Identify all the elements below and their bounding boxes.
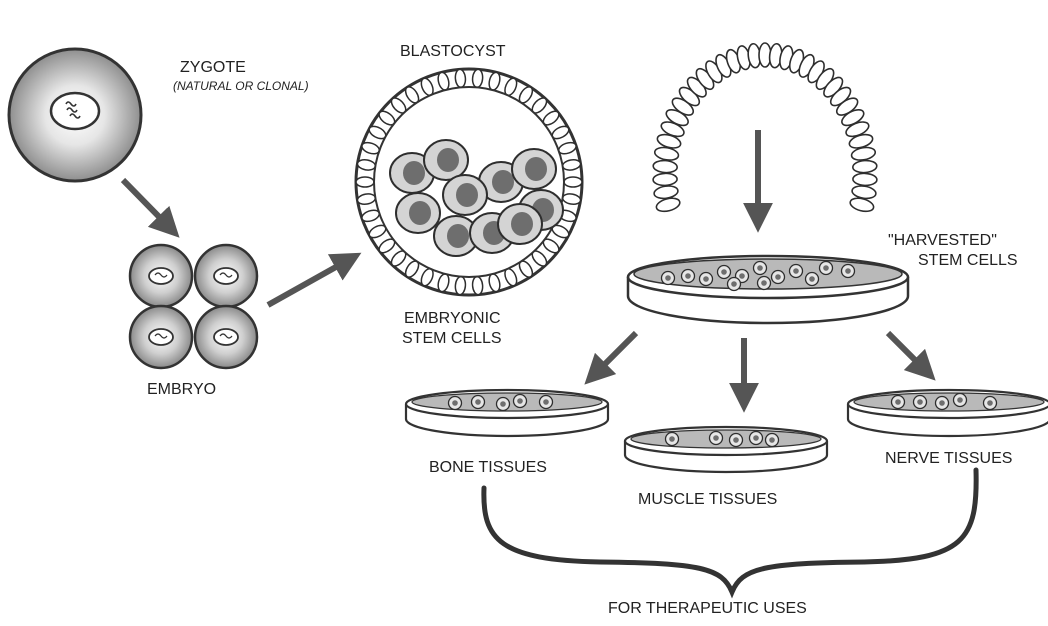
nerve-cell (954, 394, 967, 407)
harvested-stem-cell (820, 262, 833, 275)
muscle-cell (750, 432, 763, 445)
cord-coil-loop (853, 173, 877, 186)
embryonic-stem-cell (498, 204, 542, 244)
label-embryonic-1: EMBRYONIC (404, 310, 501, 327)
label-zygote: ZYGOTE (180, 59, 246, 76)
label-muscle: MUSCLE TISSUES (638, 491, 777, 508)
embryo (130, 245, 257, 368)
bone-tissue-dish (406, 390, 608, 436)
umbilical-cord-coil (653, 43, 877, 214)
label-embryonic-2: STEM CELLS (402, 330, 502, 347)
cord-coil-loop (653, 160, 678, 174)
embryo-cell (195, 245, 257, 307)
harvested-stem-cell (718, 266, 731, 279)
harvested-stem-cell (772, 271, 785, 284)
cord-coil-loop (653, 173, 677, 186)
label-harvested-1: "HARVESTED" (888, 232, 997, 249)
embryonic-stem-cell (424, 140, 468, 180)
trophoblast-cell (356, 177, 374, 187)
label-harvested-2: STEM CELLS (918, 252, 1018, 269)
arrow-embryo-blastocyst (268, 258, 352, 305)
bone-cell (497, 398, 510, 411)
embryo-cell (130, 306, 192, 368)
nerve-tissue-dish (848, 390, 1048, 436)
trophoblast-cell (564, 177, 582, 187)
embryonic-stem-cell (512, 149, 556, 189)
label-embryo: EMBRYO (147, 381, 216, 398)
harvested-stem-cell (754, 262, 767, 275)
harvested-stem-cell (842, 265, 855, 278)
bone-cell (540, 396, 553, 409)
harvested-stem-cell (806, 273, 819, 286)
nerve-cell (914, 396, 927, 409)
label-zygote-note: (NATURAL OR CLONAL) (173, 79, 309, 93)
embryonic-stem-cell (396, 193, 440, 233)
embryonic-stem-cell (443, 175, 487, 215)
label-nerve: NERVE TISSUES (885, 450, 1012, 467)
bone-cell (449, 397, 462, 410)
nerve-cell (936, 397, 949, 410)
harvested-stem-cell (790, 265, 803, 278)
label-bone: BONE TISSUES (429, 459, 547, 476)
muscle-cell (710, 432, 723, 445)
bone-cell (472, 396, 485, 409)
muscle-cell (730, 434, 743, 447)
nerve-cell (892, 396, 905, 409)
label-therapeutic: FOR THERAPEUTIC USES (608, 600, 807, 617)
zygote (9, 49, 141, 181)
harvested-stem-cell (682, 270, 695, 283)
arrow-to-nerve (888, 333, 928, 373)
label-blastocyst: BLASTOCYST (400, 43, 506, 60)
muscle-cell (666, 433, 679, 446)
harvested-stem-cell (700, 273, 713, 286)
cord-coil-loop (852, 160, 877, 174)
muscle-cell (766, 434, 779, 447)
harvested-stem-cell (662, 272, 675, 285)
cord-coil-loop (653, 185, 678, 200)
harvested-stem-cell (728, 278, 741, 291)
harvested-dish (628, 256, 908, 323)
embryo-cell (195, 306, 257, 368)
arrow-zygote-embryo (123, 180, 172, 230)
blastocyst (356, 69, 582, 295)
nerve-cell (984, 397, 997, 410)
bone-cell (514, 395, 527, 408)
cord-coil-loop (851, 185, 876, 200)
harvested-stem-cell (758, 277, 771, 290)
arrow-to-bone (592, 333, 636, 377)
embryo-cell (130, 245, 192, 307)
grouping-brace (484, 470, 976, 592)
muscle-tissue-dish (625, 427, 827, 472)
